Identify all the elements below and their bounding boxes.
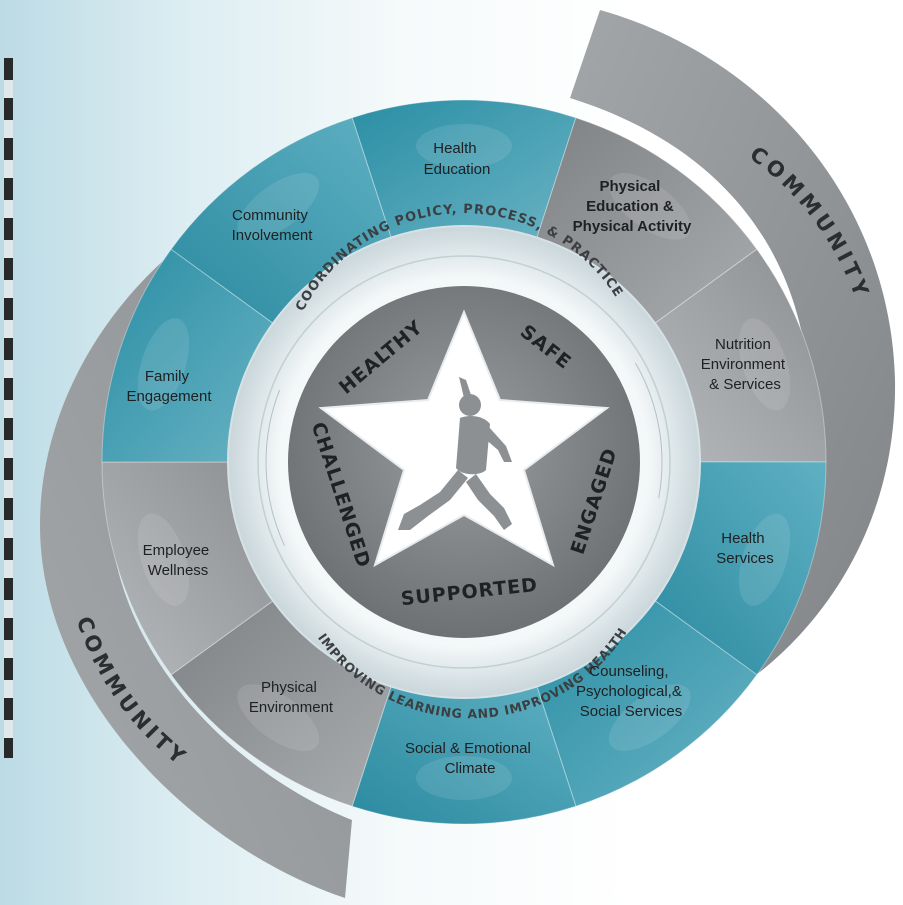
coordinating-ring-inner-edge <box>257 255 671 669</box>
wedge-highlight <box>237 684 320 752</box>
label-social-emotional-climate: Social & Emotional Climate <box>405 740 535 777</box>
wedge-highlight <box>137 318 190 411</box>
label-nutrition-environment: Nutrition Environment & Services <box>701 336 789 393</box>
ring-groove-right <box>265 263 663 661</box>
segment-labels: Health Education Physical Education & Ph… <box>126 140 789 777</box>
jumping-figure <box>398 377 512 530</box>
label-community-involvement: Community Involvement <box>232 207 314 244</box>
label-family-engagement: Family Engagement <box>126 368 212 405</box>
label-health-education: Health Education <box>424 140 491 178</box>
wedge-highlight <box>738 318 791 411</box>
wedge-highlight <box>738 513 791 606</box>
wedge-highlight <box>416 124 512 168</box>
left-edge-stripe <box>4 58 13 758</box>
wedge-highlight <box>416 756 512 800</box>
wedge-highlight <box>608 684 691 752</box>
label-counseling-services: Counseling, Psychological,& Social Servi… <box>576 663 686 720</box>
component-wedges <box>101 99 827 825</box>
ring-groove-left <box>265 263 663 661</box>
label-physical-education: Physical Education & Physical Activity <box>573 178 692 235</box>
wedge-highlight <box>237 172 320 240</box>
community-arc-right <box>570 10 896 742</box>
wedge-highlight <box>137 513 190 606</box>
label-health-services: Health Services <box>716 530 774 567</box>
label-physical-environment: Physical Environment <box>249 679 334 716</box>
wedge-highlight <box>608 172 691 240</box>
label-employee-wellness: Employee Wellness <box>143 542 214 579</box>
